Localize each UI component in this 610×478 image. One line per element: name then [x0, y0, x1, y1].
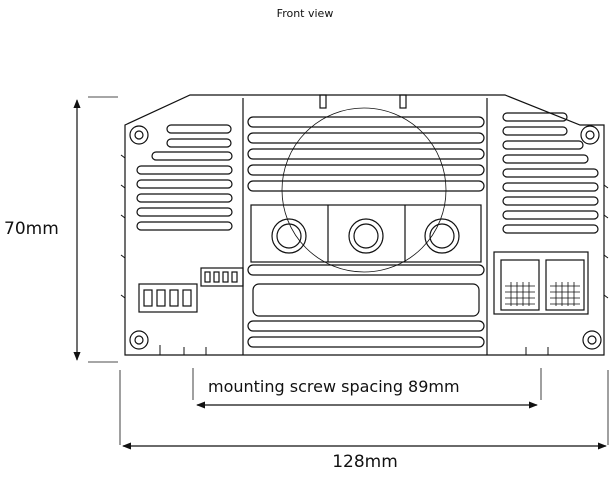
top-tab [319, 94, 327, 109]
dip-switch [200, 267, 244, 287]
rj45-ports [493, 251, 589, 315]
corner-screw [580, 125, 600, 145]
terminal-block [250, 204, 482, 263]
top-tab [399, 94, 407, 109]
left-terminal-connector [138, 283, 198, 313]
corner-screw [582, 330, 602, 350]
bottom-ticks [159, 345, 549, 355]
center-lower-panel [252, 283, 480, 317]
width-dimension-label: 128mm [332, 452, 398, 472]
corner-screw [129, 330, 149, 350]
left-vent-slots [136, 124, 233, 231]
screw-spacing-label: mounting screw spacing 89mm [208, 377, 460, 396]
side-ticks [120, 154, 609, 299]
height-dimension-label: 70mm [4, 219, 59, 239]
center-fan-grille [247, 107, 485, 348]
housing-outline [124, 94, 605, 356]
corner-screw [129, 125, 149, 145]
right-vent-slots [502, 112, 599, 234]
diagram-title: Front view [276, 7, 334, 20]
